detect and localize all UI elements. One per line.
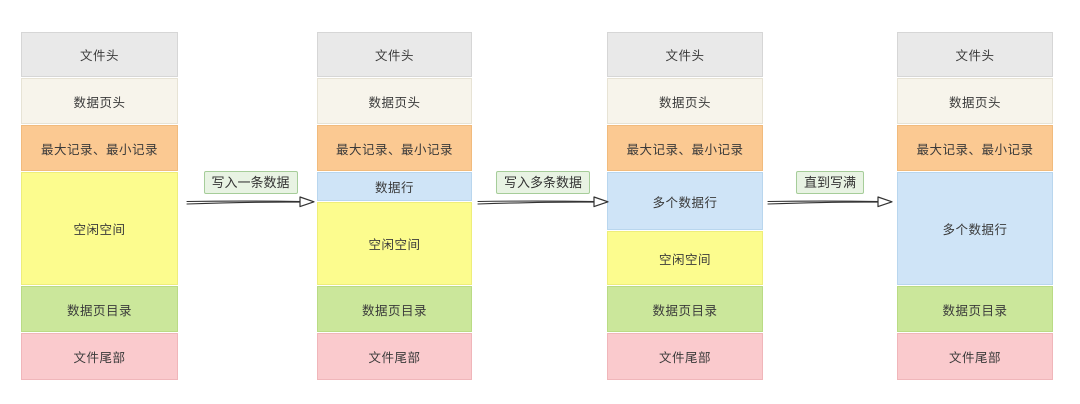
segment-page-header: 数据页头 (897, 78, 1053, 124)
segment-free-space: 空闲空间 (607, 231, 763, 285)
segment-max-min-records: 最大记录、最小记录 (21, 125, 178, 171)
page-column-empty-page: 文件头数据页头最大记录、最小记录空闲空间数据页目录文件尾部 (21, 32, 178, 380)
arrow-label-until-full: 直到写满 (795, 171, 865, 194)
segment-page-header: 数据页头 (317, 78, 472, 124)
page-column-one-row-written: 文件头数据页头最大记录、最小记录数据行空闲空间数据页目录文件尾部 (317, 32, 472, 380)
segment-free-space: 空闲空间 (21, 172, 178, 285)
segment-file-header: 文件头 (897, 32, 1053, 77)
segment-data-rows: 多个数据行 (607, 172, 763, 230)
segment-data-rows: 数据行 (317, 172, 472, 201)
page-column-multiple-rows-written: 文件头数据页头最大记录、最小记录多个数据行空闲空间数据页目录文件尾部 (607, 32, 763, 380)
segment-page-directory: 数据页目录 (21, 286, 178, 332)
segment-file-trailer: 文件尾部 (897, 333, 1053, 380)
segment-file-trailer: 文件尾部 (607, 333, 763, 380)
segment-file-header: 文件头 (317, 32, 472, 77)
segment-file-header: 文件头 (607, 32, 763, 77)
arrow-head-icon (593, 196, 609, 208)
segment-page-directory: 数据页目录 (607, 286, 763, 332)
segment-max-min-records: 最大记录、最小记录 (317, 125, 472, 171)
segment-free-space: 空闲空间 (317, 202, 472, 285)
arrow-label-write-one-row: 写入一条数据 (203, 171, 298, 194)
segment-page-directory: 数据页目录 (317, 286, 472, 332)
arrow-head-icon (299, 196, 315, 208)
segment-page-directory: 数据页目录 (897, 286, 1053, 332)
segment-page-header: 数据页头 (607, 78, 763, 124)
arrow-write-one-row (186, 196, 315, 208)
segment-file-trailer: 文件尾部 (317, 333, 472, 380)
segment-data-rows: 多个数据行 (897, 172, 1053, 285)
arrow-until-full (767, 196, 893, 208)
segment-page-header: 数据页头 (21, 78, 178, 124)
arrow-write-multiple-rows (477, 196, 609, 208)
segment-file-header: 文件头 (21, 32, 178, 77)
segment-file-trailer: 文件尾部 (21, 333, 178, 380)
arrow-head-icon (877, 196, 893, 208)
segment-max-min-records: 最大记录、最小记录 (897, 125, 1053, 171)
arrow-label-write-multiple-rows: 写入多条数据 (495, 171, 591, 194)
segment-max-min-records: 最大记录、最小记录 (607, 125, 763, 171)
page-column-full-page: 文件头数据页头最大记录、最小记录多个数据行数据页目录文件尾部 (897, 32, 1053, 380)
